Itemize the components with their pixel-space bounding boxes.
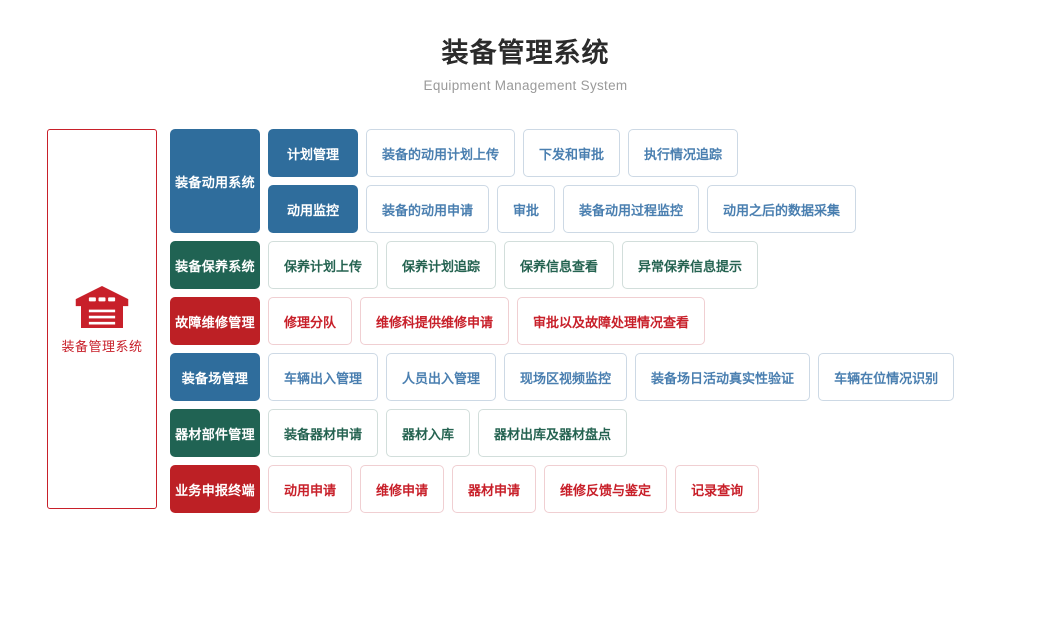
subgroup-dispatch-monitoring: 动用监控 装备的动用申请 审批 装备动用过程监控 动用之后的数据采集 — [268, 185, 857, 233]
leaf-item[interactable]: 修理分队 — [268, 297, 353, 345]
category-row-equipment-yard: 装备场管理 车辆出入管理 人员出入管理 现场区视频监控 装备场日活动真实性验证 … — [170, 353, 955, 401]
category-box[interactable]: 装备保养系统 — [170, 241, 260, 289]
subgroup-plan-management: 计划管理 装备的动用计划上传 下发和审批 执行情况追踪 — [268, 129, 856, 177]
category-box[interactable]: 装备场管理 — [170, 353, 260, 401]
category-box[interactable]: 装备动用系统 — [170, 129, 260, 233]
warehouse-icon — [75, 285, 129, 328]
leaf-item[interactable]: 维修反馈与鉴定 — [544, 465, 668, 513]
leaf-item[interactable]: 现场区视频监控 — [504, 353, 628, 401]
subgroup-column: 计划管理 装备的动用计划上传 下发和审批 执行情况追踪 动用监控 装备的动用申请… — [268, 129, 857, 233]
root-system-label: 装备管理系统 — [61, 338, 143, 354]
leaf-item[interactable]: 车辆出入管理 — [268, 353, 379, 401]
leaf-item[interactable]: 车辆在位情况识别 — [818, 353, 955, 401]
category-box[interactable]: 器材部件管理 — [170, 409, 260, 457]
subgroup-box[interactable]: 动用监控 — [268, 185, 358, 233]
leaf-item[interactable]: 下发和审批 — [523, 129, 621, 177]
category-box[interactable]: 故障维修管理 — [170, 297, 260, 345]
leaf-item[interactable]: 维修科提供维修申请 — [360, 297, 510, 345]
category-rows: 装备动用系统 计划管理 装备的动用计划上传 下发和审批 执行情况追踪 动用监控 … — [170, 129, 955, 521]
leaf-item[interactable]: 审批 — [497, 185, 556, 233]
page-header: 装备管理系统 Equipment Management System — [0, 0, 1051, 93]
leaf-item[interactable]: 维修申请 — [360, 465, 445, 513]
leaf-item[interactable]: 保养信息查看 — [504, 241, 615, 289]
leaf-item[interactable]: 装备的动用计划上传 — [366, 129, 516, 177]
category-row-business-terminal: 业务申报终端 动用申请 维修申请 器材申请 维修反馈与鉴定 记录查询 — [170, 465, 954, 513]
leaf-item[interactable]: 器材出库及器材盘点 — [478, 409, 628, 457]
leaf-item[interactable]: 装备动用过程监控 — [563, 185, 700, 233]
category-box[interactable]: 业务申报终端 — [170, 465, 260, 513]
subgroup-box[interactable]: 计划管理 — [268, 129, 358, 177]
leaf-item[interactable]: 装备场日活动真实性验证 — [635, 353, 811, 401]
leaf-item[interactable]: 审批以及故障处理情况查看 — [517, 297, 706, 345]
category-row-equipment-dispatch: 装备动用系统 计划管理 装备的动用计划上传 下发和审批 执行情况追踪 动用监控 … — [170, 129, 954, 233]
category-row-fault-repair: 故障维修管理 修理分队 维修科提供维修申请 审批以及故障处理情况查看 — [170, 297, 954, 345]
leaf-item[interactable]: 装备的动用申请 — [366, 185, 490, 233]
leaf-item[interactable]: 动用之后的数据采集 — [707, 185, 857, 233]
category-row-equipment-maintenance: 装备保养系统 保养计划上传 保养计划追踪 保养信息查看 异常保养信息提示 — [170, 241, 954, 289]
root-system-panel[interactable]: 装备管理系统 — [47, 129, 157, 509]
page-title: 装备管理系统 — [441, 38, 610, 68]
leaf-item[interactable]: 执行情况追踪 — [628, 129, 739, 177]
leaf-item[interactable]: 保养计划追踪 — [386, 241, 497, 289]
leaf-item[interactable]: 装备器材申请 — [268, 409, 379, 457]
leaf-item[interactable]: 器材入库 — [386, 409, 471, 457]
leaf-item[interactable]: 记录查询 — [675, 465, 760, 513]
category-row-parts-management: 器材部件管理 装备器材申请 器材入库 器材出库及器材盘点 — [170, 409, 954, 457]
leaf-item[interactable]: 器材申请 — [452, 465, 537, 513]
page-subtitle: Equipment Management System — [423, 78, 628, 94]
leaf-item[interactable]: 人员出入管理 — [386, 353, 497, 401]
leaf-item[interactable]: 保养计划上传 — [268, 241, 379, 289]
leaf-item[interactable]: 动用申请 — [268, 465, 353, 513]
leaf-item[interactable]: 异常保养信息提示 — [622, 241, 759, 289]
